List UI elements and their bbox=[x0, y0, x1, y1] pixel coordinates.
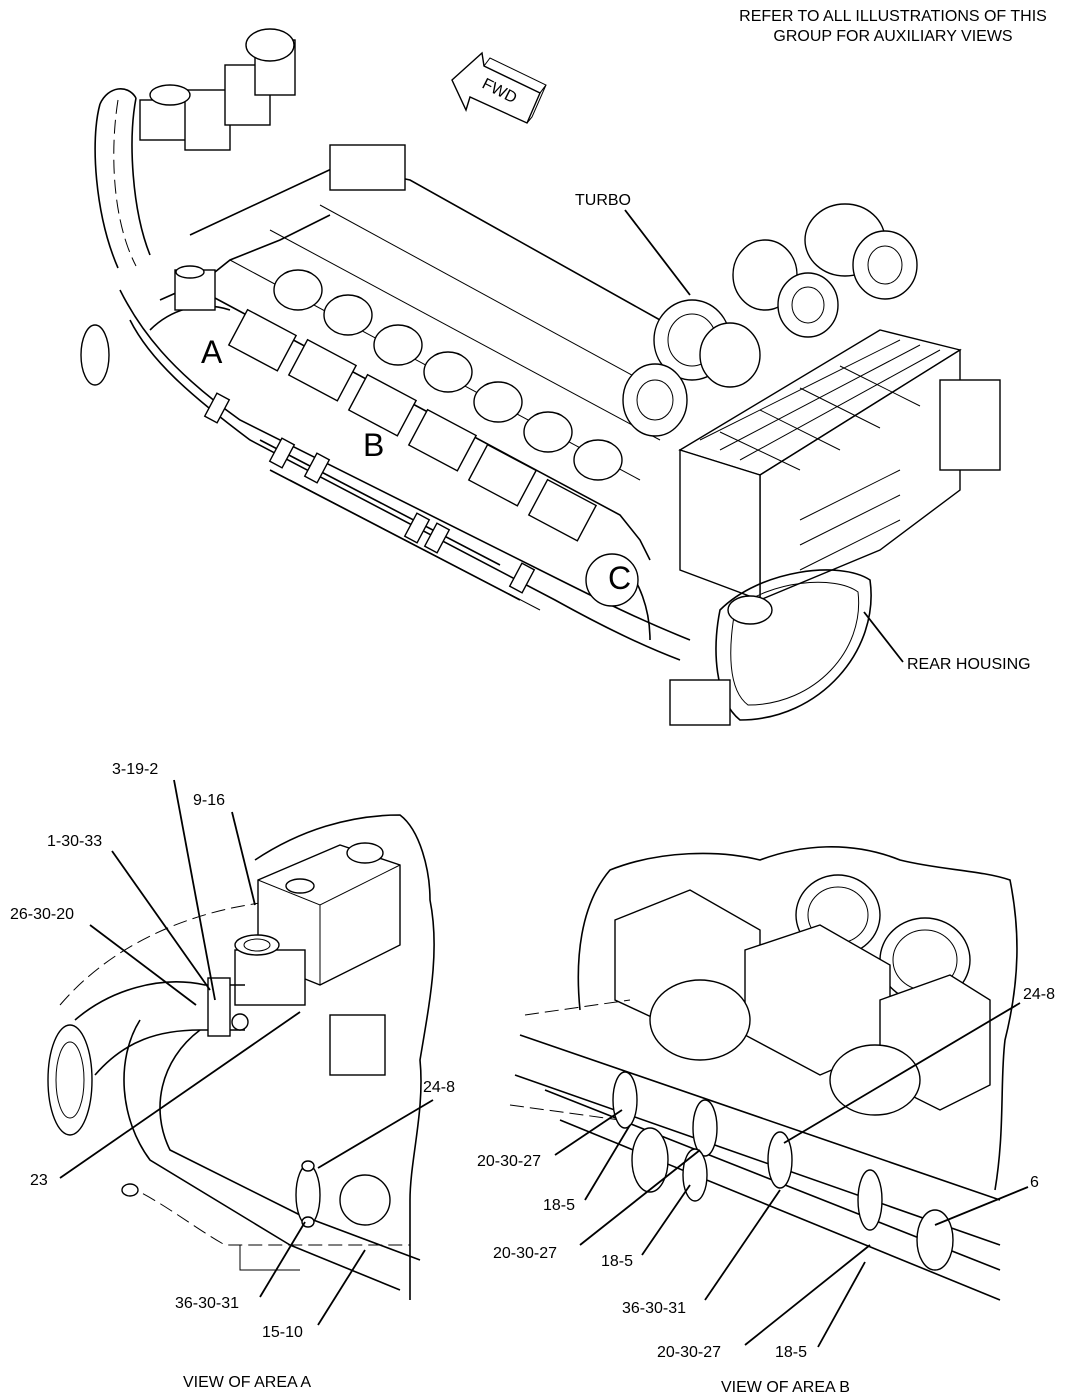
view-a-caption: VIEW OF AREA A bbox=[183, 1374, 311, 1391]
area-b-marker: B bbox=[363, 427, 384, 463]
callout-24-8-area-a: 24-8 bbox=[423, 1079, 455, 1096]
view-b-caption: VIEW OF AREA B bbox=[721, 1379, 850, 1396]
forward-direction-arrow: FWD bbox=[451, 51, 547, 124]
view-of-area-a: 3-19-2 9-16 1-30-33 26-30-20 23 24-8 36-… bbox=[10, 761, 455, 1391]
header-note-line-2: GROUP FOR AUXILIARY VIEWS bbox=[773, 28, 1012, 45]
callout-26-30-20: 26-30-20 bbox=[10, 906, 74, 923]
view-of-area-b: 24-8 20-30-27 18-5 20-30-27 18-5 6 36-30… bbox=[477, 846, 1055, 1396]
callout-15-10: 15-10 bbox=[262, 1324, 303, 1341]
callout-18-5-second: 18-5 bbox=[601, 1253, 633, 1270]
callout-1-30-33: 1-30-33 bbox=[47, 833, 102, 850]
callout-36-30-31-area-b: 36-30-31 bbox=[622, 1300, 686, 1317]
callout-6: 6 bbox=[1030, 1174, 1039, 1191]
area-a-marker: A bbox=[201, 334, 223, 370]
header-note-line-1: REFER TO ALL ILLUSTRATIONS OF THIS bbox=[739, 8, 1047, 25]
callout-3-19-2: 3-19-2 bbox=[112, 761, 158, 778]
header-note: REFER TO ALL ILLUSTRATIONS OF THIS GROUP… bbox=[739, 8, 1047, 45]
callout-24-8-area-b: 24-8 bbox=[1023, 986, 1055, 1003]
turbo-label: TURBO bbox=[575, 192, 631, 209]
rear-housing-label: REAR HOUSING bbox=[907, 656, 1031, 673]
aftercooler bbox=[678, 329, 1001, 602]
callout-20-30-27-third: 20-30-27 bbox=[657, 1344, 721, 1361]
callout-23: 23 bbox=[30, 1172, 48, 1189]
callout-20-30-27-second: 20-30-27 bbox=[493, 1245, 557, 1262]
callout-20-30-27-first: 20-30-27 bbox=[477, 1153, 541, 1170]
callout-9-16: 9-16 bbox=[193, 792, 225, 809]
engine-main-view: A B C TURBO REAR HOUSING bbox=[80, 28, 1031, 726]
turbochargers bbox=[622, 203, 918, 437]
area-c-marker: C bbox=[608, 560, 631, 596]
callout-36-30-31-area-a: 36-30-31 bbox=[175, 1295, 239, 1312]
callout-18-5-first: 18-5 bbox=[543, 1197, 575, 1214]
callout-18-5-third: 18-5 bbox=[775, 1344, 807, 1361]
